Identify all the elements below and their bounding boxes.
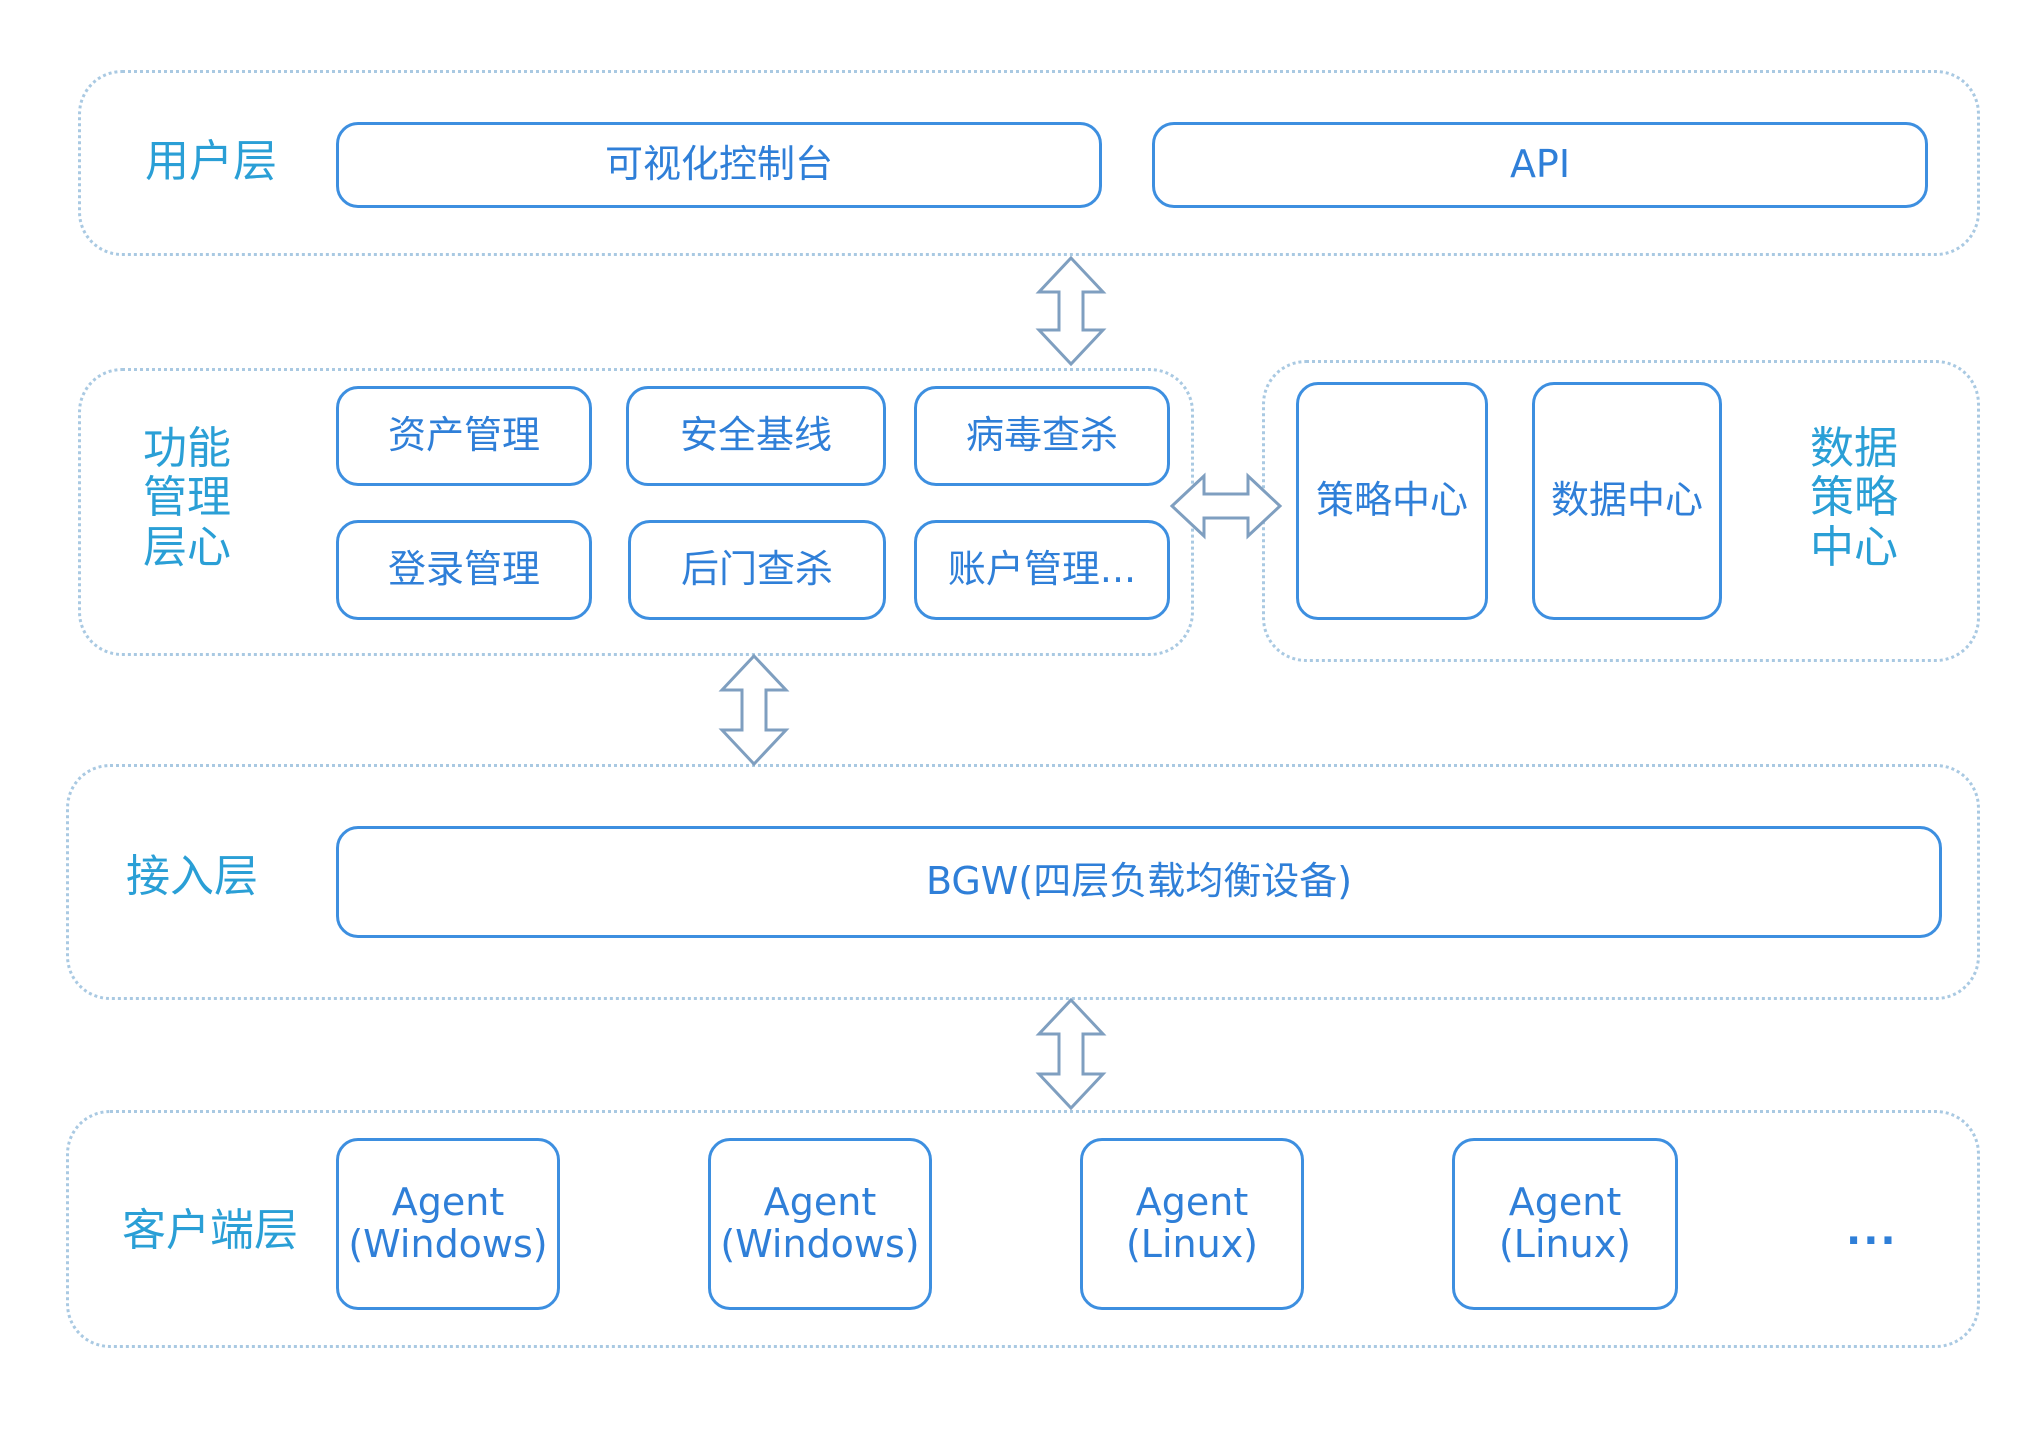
bgw-node: BGW(四层负载均衡设备) [336,826,1942,938]
agent-name: Agent [763,1180,877,1225]
double-arrow-horizontal-icon [1169,472,1283,540]
double-arrow-vertical-icon [718,653,790,767]
double-arrow-vertical-icon [1035,997,1107,1111]
client-layer [66,1110,1980,1348]
double-arrow-vertical-icon [1035,255,1107,367]
agent-platform: (Linux) [1125,1222,1259,1266]
agent-name: Agent [1508,1180,1622,1225]
function-label-line: 管理 [143,472,231,524]
data-policy-label-line: 中心 [1810,521,1898,573]
data-policy-label-line: 策略 [1810,472,1898,524]
user-layer-label: 用户层 [145,136,277,187]
agent-node: Agent (Linux) [1080,1138,1304,1310]
asset-management-node: 资产管理 [336,386,592,486]
agent-platform: (Linux) [1498,1222,1632,1266]
account-management-node: 账户管理... [914,520,1170,620]
access-layer-label: 接入层 [126,851,258,902]
agent-name: Agent [391,1180,505,1225]
visual-console-node: 可视化控制台 [336,122,1102,208]
api-node: API [1152,122,1928,208]
security-baseline-node: 安全基线 [626,386,886,486]
client-layer-label: 客户端层 [122,1205,298,1256]
function-label-line: 功能 [143,423,231,474]
agent-name: Agent [1135,1180,1249,1225]
data-policy-layer-label: 数据 策略 中心 [1810,424,1898,572]
agent-node: Agent (Linux) [1452,1138,1678,1310]
agent-platform: (Windows) [348,1222,548,1266]
agent-node: Agent (Windows) [336,1138,560,1310]
policy-center-node: 策略中心 [1296,382,1488,620]
more-agents-ellipsis: ... [1846,1208,1898,1254]
backdoor-scan-node: 后门查杀 [628,520,886,620]
data-center-node: 数据中心 [1532,382,1722,620]
agent-node: Agent (Windows) [708,1138,932,1310]
data-policy-label-line: 数据 [1810,423,1898,474]
function-label-line: 层心 [143,521,231,573]
login-management-node: 登录管理 [336,520,592,620]
function-layer-label: 功能 管理 层心 [143,424,231,572]
virus-scan-node: 病毒查杀 [914,386,1170,486]
access-layer [66,764,1980,1000]
agent-platform: (Windows) [720,1222,920,1266]
user-layer [78,70,1980,256]
